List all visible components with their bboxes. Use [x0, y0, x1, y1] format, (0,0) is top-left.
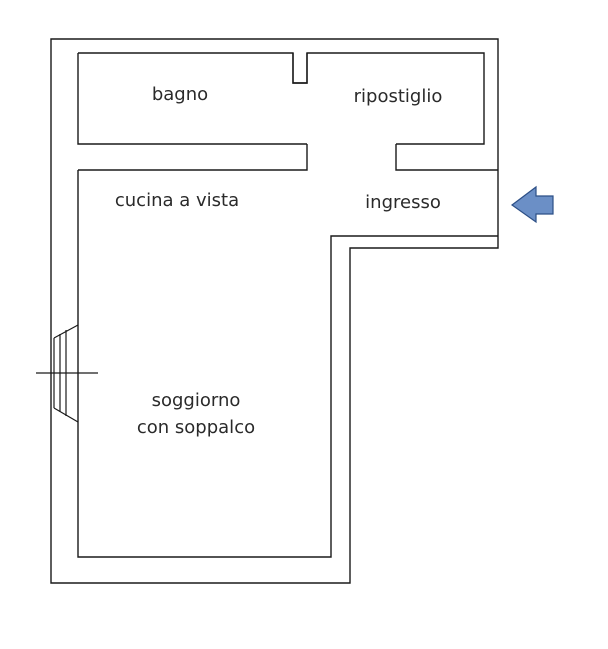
wall-bagno-cucina — [78, 144, 308, 171]
window-icon — [36, 324, 98, 423]
outer-wall — [50, 38, 499, 584]
wall-stub-bagno-ripostiglio — [292, 53, 308, 84]
wall-ripostiglio-ingresso — [395, 144, 498, 171]
label-cucina: cucina a vista — [115, 190, 239, 211]
label-bagno: bagno — [152, 84, 208, 105]
wall-bagno-left — [77, 53, 307, 145]
label-soggiorno: soggiorno — [152, 390, 241, 411]
label-ripostiglio: ripostiglio — [354, 86, 443, 107]
label-ingresso: ingresso — [365, 192, 441, 213]
label-soppalco: con soppalco — [137, 417, 255, 438]
entrance-arrow-icon — [510, 185, 554, 224]
wall-soggiorno-inner — [77, 170, 498, 558]
